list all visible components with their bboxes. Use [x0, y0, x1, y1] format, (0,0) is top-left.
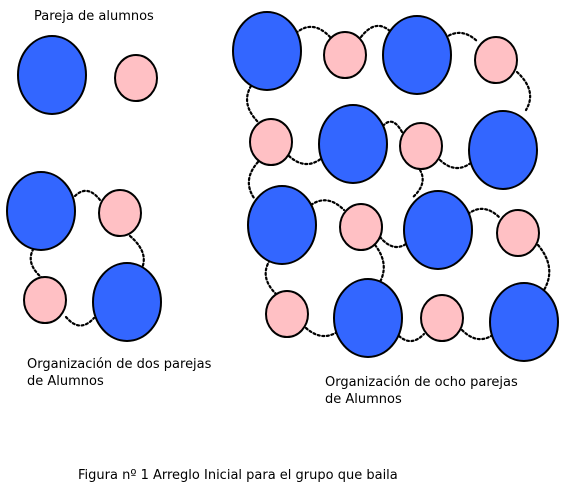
- hand-link: [245, 84, 260, 124]
- blue-dancer: [489, 282, 559, 362]
- hand-link: [515, 70, 532, 112]
- blue-dancer: [92, 262, 162, 342]
- blue-dancer: [17, 35, 87, 115]
- pink-dancer: [265, 290, 309, 338]
- blue-dancer: [382, 15, 452, 95]
- hand-link: [378, 235, 408, 249]
- label-two-pairs-line2: de Alumnos: [27, 374, 104, 389]
- blue-dancer: [403, 190, 473, 270]
- hand-link: [381, 120, 404, 134]
- hand-link: [73, 189, 102, 202]
- hand-link: [64, 315, 96, 327]
- hand-link: [373, 243, 385, 284]
- label-pair: Pareja de alumnos: [34, 9, 154, 24]
- label-eight-pairs-line1: Organización de ocho parejas: [325, 375, 518, 390]
- hand-link: [397, 332, 426, 343]
- pink-dancer: [98, 189, 142, 237]
- pink-dancer: [323, 31, 367, 79]
- blue-dancer: [318, 104, 388, 184]
- hand-link: [247, 160, 260, 200]
- hand-link: [536, 243, 551, 292]
- pink-dancer: [399, 122, 443, 170]
- hand-link: [264, 258, 278, 296]
- hand-link: [294, 25, 332, 39]
- hand-link: [466, 207, 502, 220]
- pink-dancer: [114, 54, 158, 102]
- hand-link: [460, 328, 496, 341]
- blue-dancer: [6, 171, 76, 251]
- hand-link: [29, 243, 44, 280]
- blue-dancer: [247, 185, 317, 265]
- blue-dancer: [468, 110, 538, 190]
- hand-link: [309, 199, 346, 212]
- hand-link: [438, 158, 474, 170]
- dancers: [6, 11, 559, 362]
- pink-dancer: [420, 294, 464, 342]
- label-eight-pairs-line2: de Alumnos: [325, 392, 402, 407]
- pink-dancer: [23, 276, 67, 324]
- hand-link: [410, 168, 424, 200]
- hand-link: [443, 31, 480, 44]
- figure-caption: Figura nº 1 Arreglo Inicial para el grup…: [78, 468, 398, 483]
- hand-link: [287, 154, 324, 166]
- blue-dancer: [232, 11, 302, 91]
- blue-dancer: [333, 278, 403, 358]
- pink-dancer: [339, 203, 383, 251]
- label-two-pairs-line1: Organización de dos parejas: [27, 357, 212, 372]
- pink-dancer: [496, 209, 540, 257]
- hand-links: [29, 24, 551, 343]
- pink-dancer: [474, 36, 518, 84]
- pink-dancer: [249, 118, 293, 166]
